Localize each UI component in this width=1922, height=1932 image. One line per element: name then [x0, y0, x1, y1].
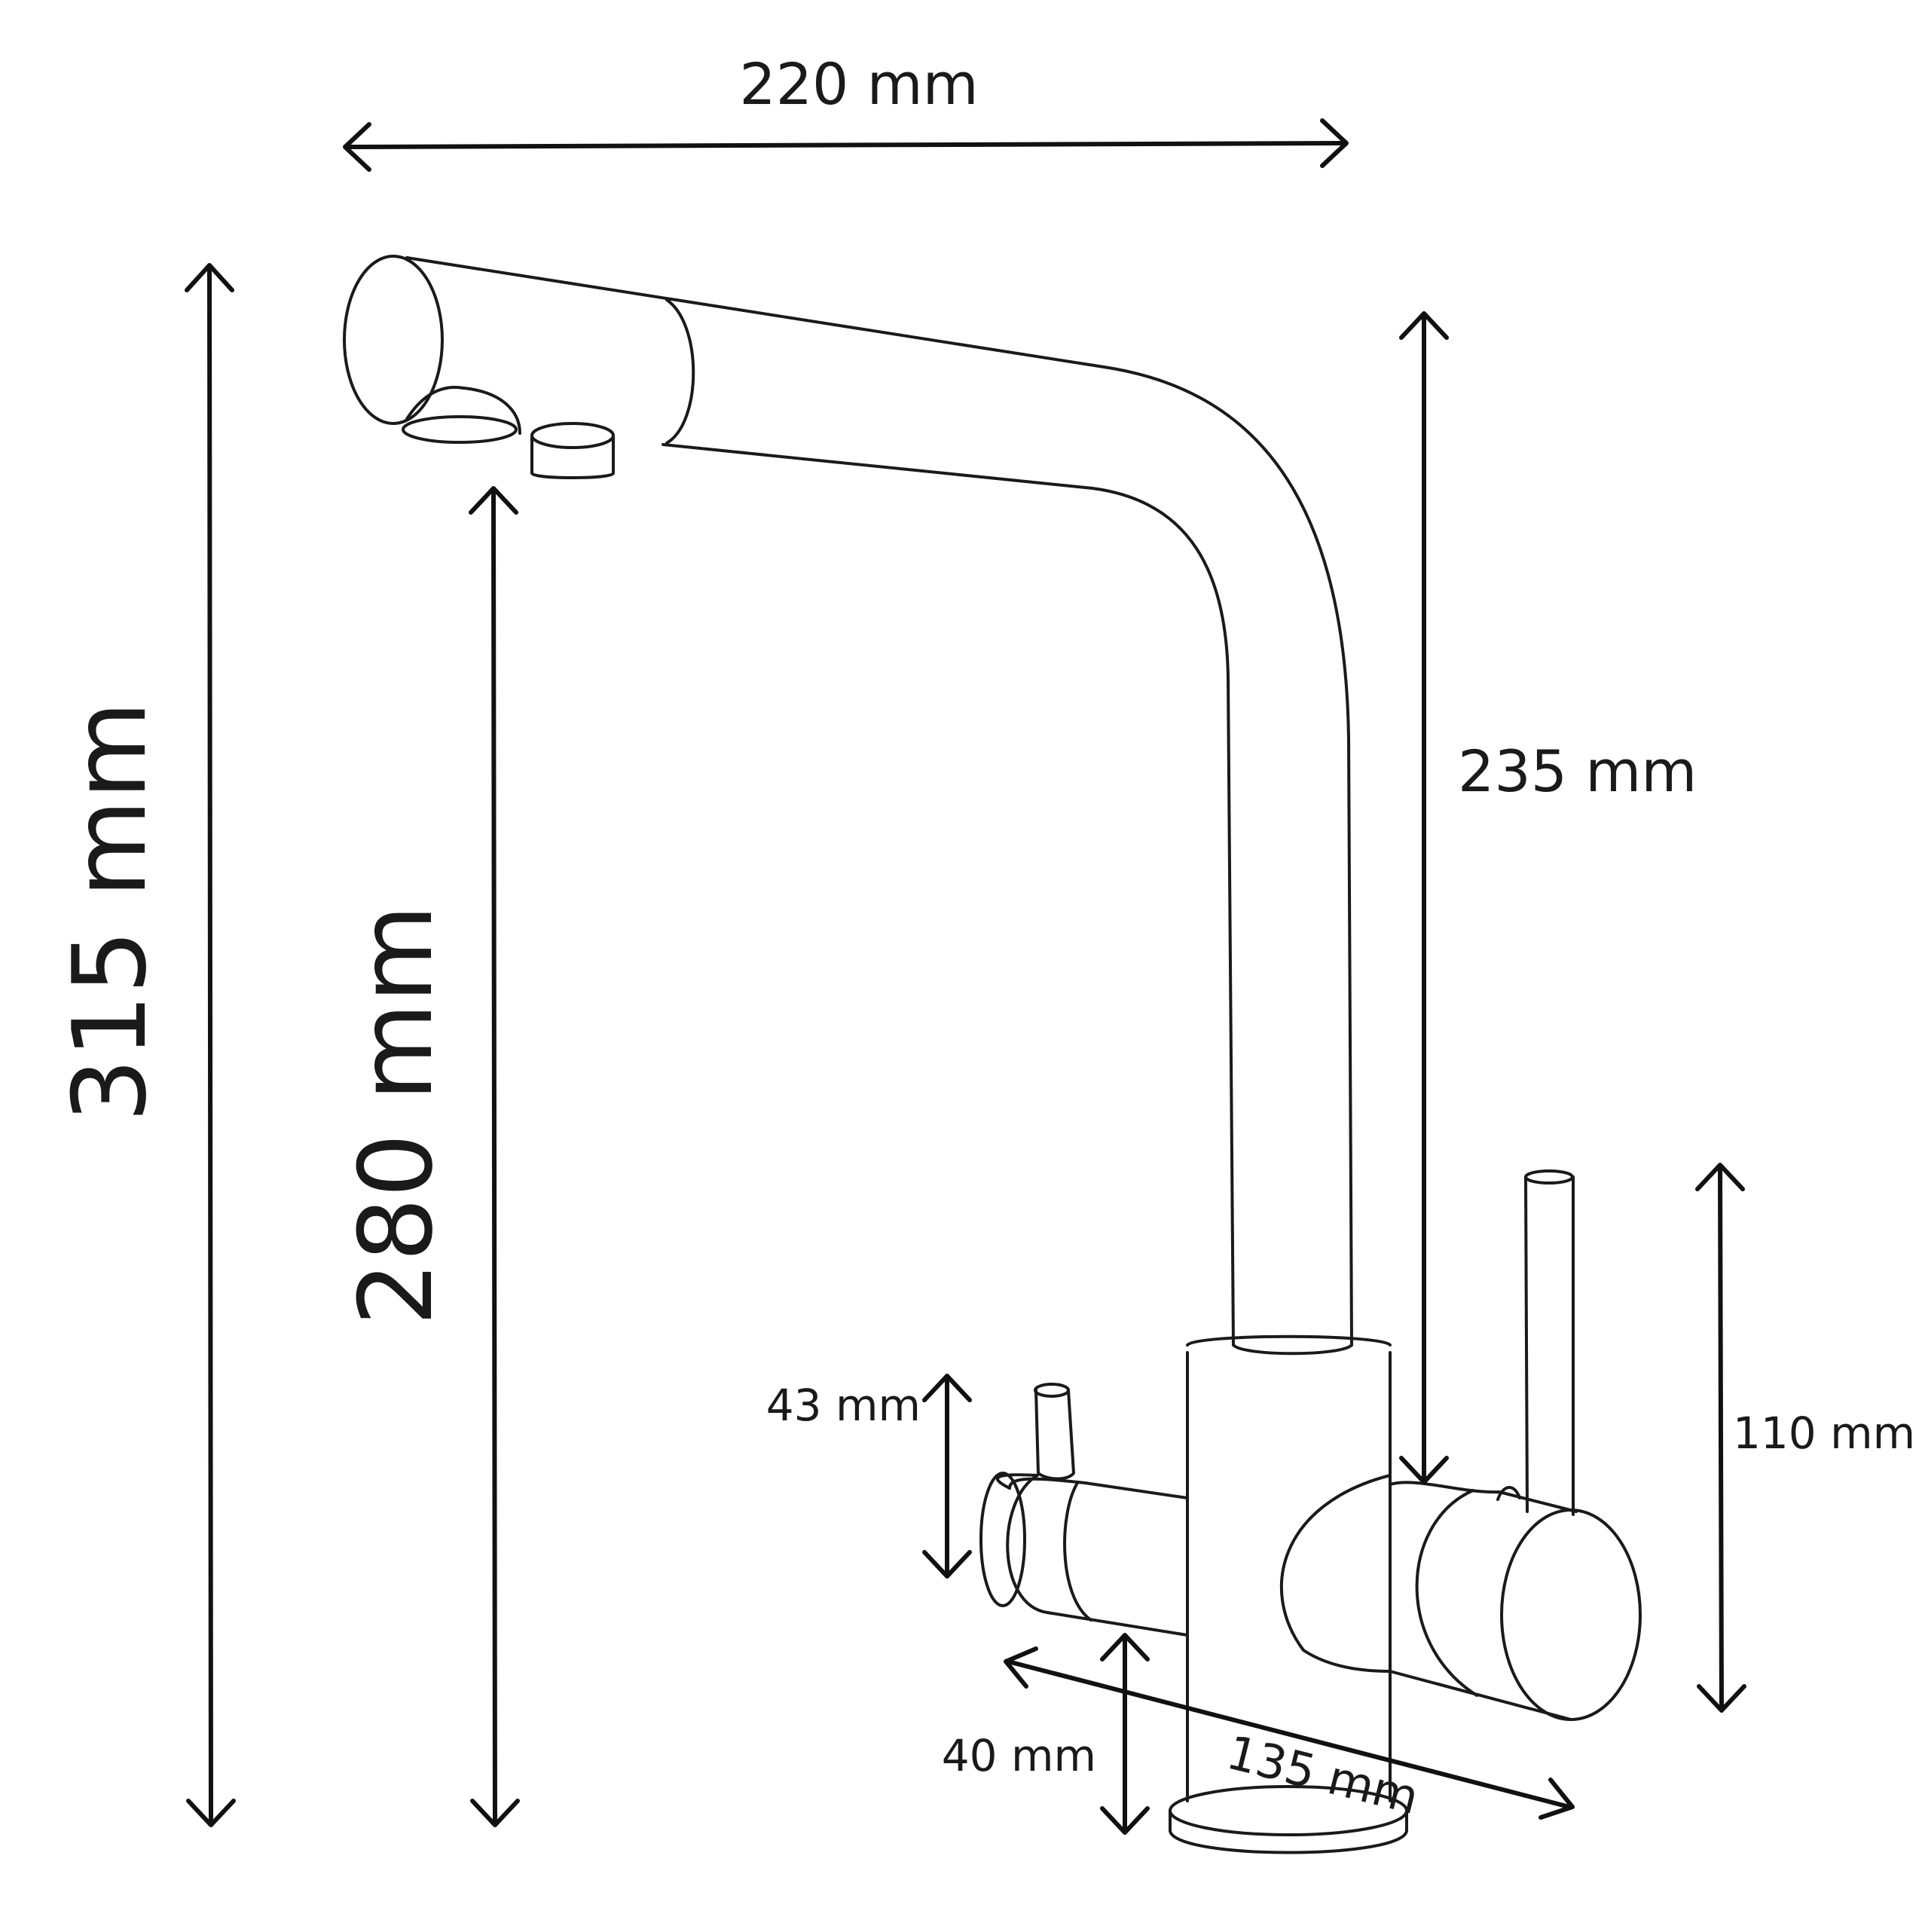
left-handle-bottom-edge — [1046, 1611, 1189, 1637]
tube-collar — [1232, 1344, 1353, 1356]
base-plate-side — [1169, 1809, 1408, 1854]
arrow-body-depth — [1004, 1646, 1575, 1820]
arrow-body-height — [1399, 311, 1449, 1484]
dimension-labels: 220 mm 315 mm 280 mm 235 mm 110 mm 43 mm… — [51, 50, 1915, 1825]
right-handle-top-edge — [1389, 1481, 1578, 1513]
label-filter-lever-height: 43 mm — [766, 1380, 921, 1431]
body-top-ellipse — [1186, 1334, 1392, 1347]
spout-joint-ring — [665, 298, 695, 445]
label-total-height: 315 mm — [51, 701, 169, 1122]
arrow-width-top — [343, 118, 1349, 172]
left-handle-top-edge — [1008, 1477, 1189, 1499]
filter-outlet-body — [530, 436, 615, 479]
spout-outer-edge — [405, 256, 1353, 1347]
label-body-depth: 135 mm — [1221, 1725, 1424, 1825]
filter-lever-cap — [1034, 1383, 1070, 1398]
aerator-curve — [405, 386, 521, 435]
right-handle-bottom-edge — [1389, 1670, 1572, 1721]
arrow-base-to-handle — [1100, 1633, 1150, 1835]
left-handle-face — [979, 1472, 1026, 1607]
spout-nozzle-end — [343, 255, 444, 425]
arrow-total-height — [185, 263, 236, 1827]
main-lever-cap — [1524, 1169, 1574, 1185]
left-handle-ring — [1063, 1481, 1092, 1622]
spout-inner-edge — [662, 443, 1235, 1347]
arrow-spout-clearance — [469, 486, 520, 1827]
filter-lever-stem — [1034, 1389, 1075, 1481]
dimension-arrows — [185, 118, 1746, 1835]
right-handle-cone — [1279, 1474, 1392, 1673]
right-handle-ring — [1415, 1489, 1478, 1697]
main-lever-stem — [1524, 1175, 1575, 1516]
left-handle-end-cap — [995, 1473, 1049, 1614]
arrow-filter-lever-height — [922, 1374, 972, 1579]
lever-pivot-bump — [1496, 1486, 1521, 1501]
label-spout-clearance: 280 mm — [338, 904, 455, 1325]
label-body-height: 235 mm — [1458, 738, 1697, 805]
right-handle-face — [1500, 1509, 1642, 1721]
filter-outlet-top — [530, 422, 615, 449]
faucet-outline — [343, 255, 1642, 1854]
label-width-top: 220 mm — [739, 50, 978, 118]
label-main-lever-height: 110 mm — [1733, 1408, 1915, 1459]
arrow-main-lever-height — [1695, 1163, 1746, 1713]
label-base-to-handle: 40 mm — [942, 1730, 1096, 1781]
aerator-ring — [402, 415, 518, 444]
